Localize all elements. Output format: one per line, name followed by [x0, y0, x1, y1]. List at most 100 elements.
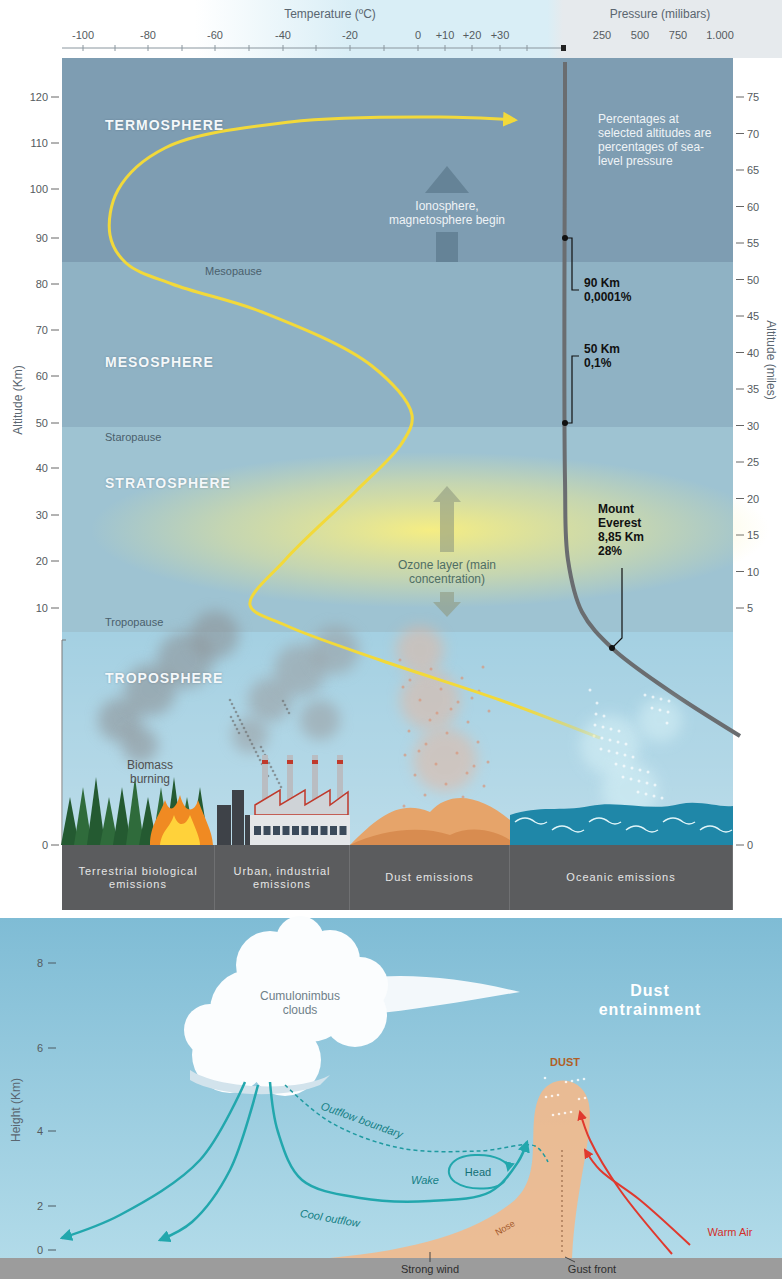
- axis-tick: [115, 45, 116, 51]
- cloud-puff: [276, 916, 324, 964]
- dust-dot: [578, 1098, 581, 1101]
- source-name: Urban, industrial emissions: [221, 865, 343, 891]
- cloud-puff: [300, 930, 360, 990]
- axis-tick: [51, 97, 59, 98]
- pressure-value: Mount Everest 8,85 Km 28%: [598, 502, 664, 558]
- part-label: DUST: [550, 1055, 580, 1069]
- cloud-puff: [332, 957, 388, 1013]
- axis-tick: [215, 45, 216, 51]
- layer-name: TROPOSPHERE: [105, 670, 223, 686]
- axis-tick: [736, 243, 744, 244]
- leader-line: [565, 1257, 575, 1262]
- axis-title: Pressure (milibars): [610, 7, 711, 21]
- axis-tick: [736, 462, 744, 463]
- troposphere-haze: [62, 632, 733, 845]
- source-cell: Urban, industrial emissions: [215, 845, 350, 910]
- axis-tick: [736, 498, 744, 499]
- axis-tick: [736, 535, 744, 536]
- ground-label: Gust front: [568, 1262, 616, 1276]
- tick-label: 90: [36, 231, 48, 245]
- axis-tick: [736, 170, 744, 171]
- source-cell: Terrestrial biological emissions: [62, 845, 215, 910]
- cool-outflow-arrow: [160, 1085, 258, 1240]
- axis-tick: [51, 515, 59, 516]
- tick-label: 70: [747, 127, 759, 141]
- head-loop: [449, 1155, 508, 1189]
- annotation: Ionosphere, magnetosphere begin: [372, 199, 522, 227]
- layer-band: MESOSPHERE: [62, 262, 733, 427]
- tick-label: 5: [747, 601, 753, 615]
- boundary-name: Staropause: [105, 430, 161, 444]
- gust-front-line: [562, 1150, 563, 1255]
- axis-title: Temperature (ºC): [284, 7, 376, 21]
- dust-dot: [577, 1079, 580, 1082]
- axis-tick: [51, 330, 59, 331]
- axis-title: Height (Km): [9, 1078, 23, 1142]
- axis-tick: [51, 561, 59, 562]
- dust-dot: [557, 1094, 560, 1097]
- axis-tick: [736, 206, 744, 207]
- flow-label: Head: [465, 1165, 491, 1179]
- source-cell: Dust emissions: [350, 845, 510, 910]
- tick-label: 20: [747, 492, 759, 506]
- axis-tick: [48, 1131, 56, 1132]
- tick-label: 65: [747, 163, 759, 177]
- annotation: Biomass burning: [115, 758, 185, 786]
- axis-tick: [736, 97, 744, 98]
- axis-title: Altitude (Km): [11, 365, 25, 434]
- axis-tick: [283, 45, 284, 51]
- axis-tick: [418, 45, 419, 51]
- note: Percentages at selected altitudes are pe…: [598, 112, 726, 168]
- boundary-name: Mesopause: [205, 264, 262, 278]
- axis-tick: [51, 284, 59, 285]
- cool-outflow-arrow: [270, 1082, 527, 1202]
- axis-tick: [736, 608, 744, 609]
- axis-tick: [182, 45, 183, 51]
- axis-tick: [736, 571, 744, 572]
- tick-label: 50: [36, 416, 48, 430]
- dust-dot: [565, 1081, 568, 1084]
- axis-tick: [500, 45, 501, 51]
- tick-label: 500: [631, 28, 649, 42]
- tick-label: 20: [36, 554, 48, 568]
- tick-label: 60: [747, 200, 759, 214]
- tick-label: 60: [36, 369, 48, 383]
- axis-tick: [350, 45, 351, 51]
- cloud-anvil: [330, 976, 520, 1015]
- tick-label: 8: [37, 956, 43, 970]
- tick-label: 25: [747, 455, 759, 469]
- dust-dot: [584, 1097, 587, 1100]
- tick-label: 30: [747, 419, 759, 433]
- axis-tick: [736, 389, 744, 390]
- tick-label: 30: [36, 508, 48, 522]
- axis-tick: [736, 133, 744, 134]
- tick-label: 750: [669, 28, 687, 42]
- dust-plume: [330, 1081, 590, 1258]
- dust-dot: [558, 1113, 561, 1116]
- warm-air-arrow: [580, 1112, 672, 1254]
- tick-label: 100: [30, 182, 48, 196]
- axis-title: Altitude (miles): [764, 320, 778, 399]
- tick-label: +20: [463, 28, 482, 42]
- axis-tick: [48, 1206, 56, 1207]
- axis-tick: [51, 189, 59, 190]
- axis-tick: [48, 963, 56, 964]
- axis-tick: [736, 352, 744, 353]
- axis-tick: [472, 45, 473, 51]
- axis-tick: [384, 45, 385, 51]
- tick-label: 0: [415, 28, 421, 42]
- tick-label: -80: [140, 28, 156, 42]
- dust-dot: [570, 1111, 573, 1114]
- tick-label: 6: [37, 1041, 43, 1055]
- pressure-marker: [561, 45, 566, 51]
- source-name: Dust emissions: [385, 871, 474, 884]
- axis-tick: [527, 45, 528, 51]
- tick-label: -100: [72, 28, 94, 42]
- axis-tick: [51, 608, 59, 609]
- cloud-puff: [184, 1004, 236, 1056]
- dust-dot: [545, 1096, 548, 1099]
- cloud-puff: [192, 1017, 268, 1093]
- lower-ground: [0, 918, 782, 1279]
- source-name: Oceanic emissions: [566, 871, 675, 884]
